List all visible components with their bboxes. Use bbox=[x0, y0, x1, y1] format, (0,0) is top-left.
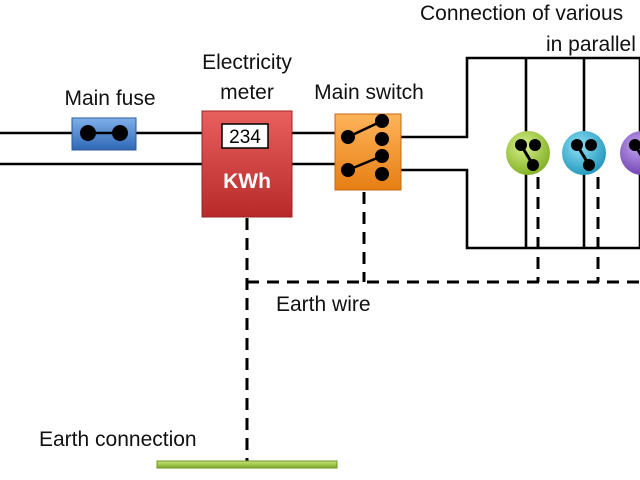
main-fuse bbox=[71, 117, 137, 151]
appliance-1 bbox=[506, 131, 550, 175]
parallel-label-line1: Connection of various bbox=[420, 2, 623, 25]
earth-plate bbox=[156, 460, 338, 469]
main-switch-label: Main switch bbox=[314, 81, 424, 104]
electricity-meter: 234 KWh bbox=[201, 110, 293, 218]
parallel-label-line2: in parallel bbox=[546, 33, 636, 56]
meter-reading: 234 bbox=[229, 127, 261, 148]
electricity-meter-label-line1: Electricity bbox=[202, 51, 292, 74]
main-switch bbox=[334, 113, 402, 191]
appliance-2 bbox=[562, 131, 606, 175]
meter-display bbox=[221, 123, 269, 149]
earth-wire bbox=[245, 177, 640, 462]
earth-connection-label: Earth connection bbox=[39, 428, 197, 451]
earth-wire-label: Earth wire bbox=[276, 293, 371, 316]
meter-unit: KWh bbox=[223, 170, 271, 193]
appliance-3 bbox=[620, 131, 640, 175]
supply-wires bbox=[0, 56, 640, 250]
main-fuse-label: Main fuse bbox=[64, 87, 155, 110]
electricity-meter-label-line2: meter bbox=[220, 81, 274, 104]
